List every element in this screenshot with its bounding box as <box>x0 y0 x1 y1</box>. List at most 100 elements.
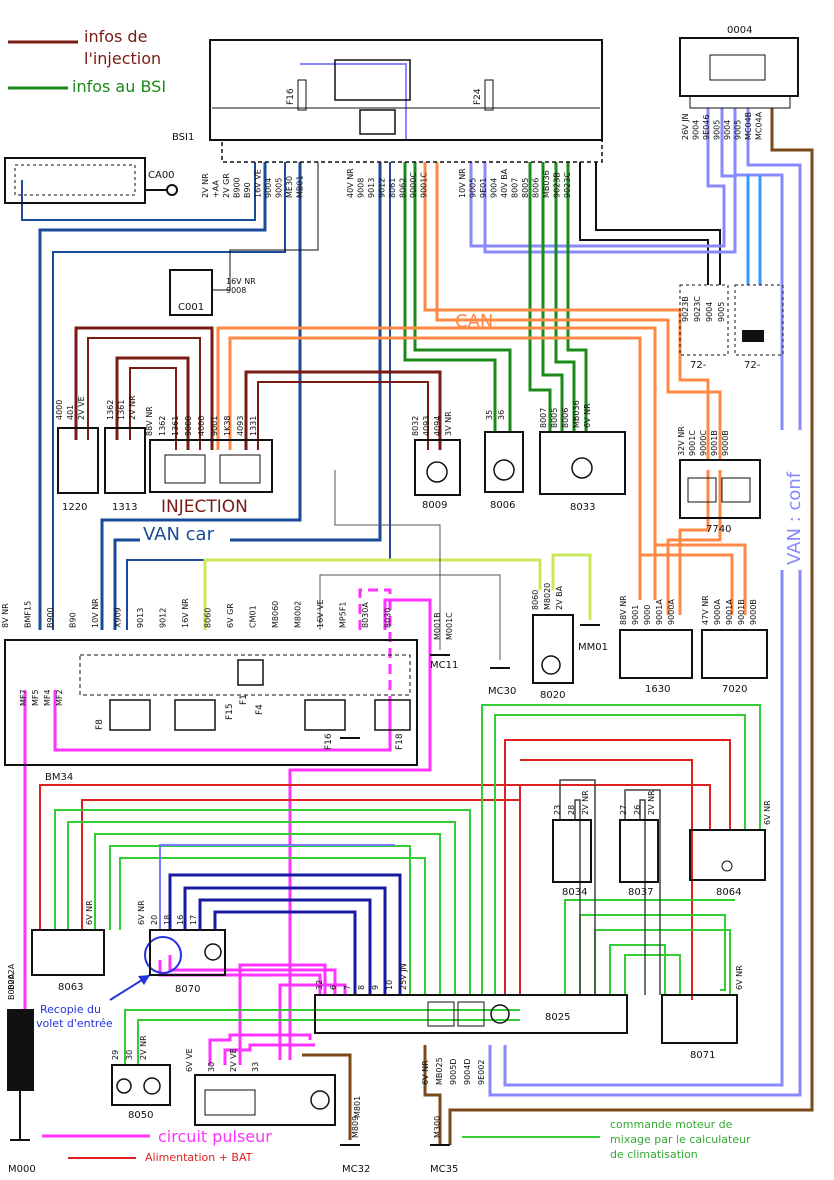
wire-label-bsi_mid-1: 9008 <box>357 178 366 198</box>
wire-label-c1630-1: 9001 <box>631 605 640 625</box>
c8009-box <box>414 439 461 496</box>
legend-cmd-text2: mixage par le calculateur <box>610 1133 751 1146</box>
legend-cmd-text1: commande moteur de <box>610 1118 733 1131</box>
wire-can <box>666 470 722 615</box>
bus-labels: CAN VAN car VAN : conf <box>140 311 808 570</box>
fuse-f24-box <box>484 79 494 111</box>
label-c0004: 0004 <box>727 25 752 36</box>
wire-green <box>554 162 576 432</box>
wire-pulseur <box>223 1043 315 1065</box>
wire-label-c8034-0: 23 <box>553 805 562 815</box>
label-mc30: MC30 <box>488 686 516 697</box>
wire-label-bm34_inner-1: MF5 <box>31 689 40 706</box>
wire-label-bm34_inner-3: MF2 <box>55 689 64 706</box>
c7020-box <box>701 629 768 679</box>
label-8037: 8037 <box>628 887 653 898</box>
wire-label-c8033-1: 8005 <box>550 408 559 428</box>
wire-label-c8025-4: 9 <box>371 985 380 990</box>
label-8020: 8020 <box>540 690 565 701</box>
wire-black <box>579 162 709 285</box>
wire-label-mc11-1: M001C <box>445 612 454 640</box>
wire-pulseur <box>53 690 392 752</box>
wire-can <box>435 162 722 460</box>
wire-label-c8025-5: 10 <box>385 980 394 990</box>
wire-label-bsi_mid-0: 40V NR <box>346 168 355 198</box>
wire-van-car <box>113 162 382 630</box>
wire-8070 <box>159 844 395 930</box>
fuse-f8: F8 <box>95 719 105 730</box>
wire-label-bsi_right-2: 9E01 <box>479 178 488 198</box>
wire-label-injection-5: 9001 <box>210 416 219 436</box>
c72b-box <box>734 284 784 356</box>
legend-cmd-text3: de climatisation <box>610 1148 698 1161</box>
fuse-f16: F16 <box>286 88 296 105</box>
wire-label-bm34-17: 8030 <box>384 608 393 628</box>
wire-label-bm34-2: B900 <box>46 607 55 628</box>
label-1630: 1630 <box>645 684 670 695</box>
wire-label-fan-3: 33 <box>251 1062 260 1072</box>
wire-label-bm34-1: BMF15 <box>24 601 33 628</box>
i1313-box <box>104 427 146 494</box>
bsi-module <box>359 109 396 135</box>
wire-label-c8025b-4: 9E002 <box>477 1060 486 1085</box>
wire-8034 <box>574 799 581 995</box>
legend-pulseur-text: circuit pulseur <box>158 1127 272 1146</box>
wire-green <box>566 162 588 432</box>
legend-injection-text1: infos de <box>84 27 147 46</box>
label-8050: 8050 <box>128 1110 153 1121</box>
wire-label-c7020-1: 9000A <box>713 599 722 625</box>
wire-label-injection-4: 4000 <box>197 416 206 436</box>
label-8025: 8025 <box>545 1012 570 1023</box>
wire-label-c8050-2: 2V NR <box>139 1035 148 1060</box>
wire-8050 <box>124 1009 520 1065</box>
wire-label-c8070-2: 18 <box>163 915 172 925</box>
legend-injection-text2: l'injection <box>84 49 161 68</box>
legend-bsi-text: infos au BSI <box>72 77 166 96</box>
i1220-box <box>57 427 99 494</box>
wire-pulseur <box>238 963 327 1065</box>
wire-label-bm34-14: 16V VE <box>316 599 325 628</box>
wire-label-c8033-3: MB036 <box>572 400 581 428</box>
recopie-circle <box>144 936 182 974</box>
wire-label-bsi_left-4: B90 <box>243 182 252 198</box>
wire-label-bsi_right-0: 10V NR <box>458 168 467 198</box>
wire-van-conf <box>483 108 737 254</box>
wire-8070 <box>213 910 357 995</box>
wire-label-i1220-0: 4000 <box>55 400 64 420</box>
c8006-box <box>484 431 524 493</box>
wire-label-bm34_inner-2: MF4 <box>43 689 52 706</box>
fuse-f16-box <box>297 79 307 111</box>
label-mc35: MC35 <box>430 1164 458 1175</box>
bus-can-label: CAN <box>455 311 493 332</box>
c8034-box <box>552 819 592 883</box>
wire-label-c8070-0: 6V NR <box>137 900 146 925</box>
c0004-box <box>679 37 799 97</box>
wire-8037 <box>624 789 661 995</box>
wire-van-car <box>100 162 302 630</box>
wire-label-c72-0: 9023B <box>681 296 690 322</box>
wires <box>21 63 814 1145</box>
key-icon <box>166 184 178 196</box>
wire-label-c8025b-3: 9004D <box>463 1058 472 1085</box>
wire-label-c8009-2: 4094 <box>433 416 442 436</box>
label-mc32: MC32 <box>342 1164 370 1175</box>
wire-label-c0004-1: 9004 <box>692 120 701 140</box>
wire-injection <box>87 337 201 450</box>
bm34-relay3 <box>304 699 346 731</box>
wire-van-car <box>52 162 286 630</box>
wire-label-c8033-2: 8006 <box>561 408 570 428</box>
wire-brown <box>448 108 814 1145</box>
wire-van-conf <box>300 63 407 140</box>
wire-8037 <box>639 799 646 995</box>
fuse-f18: F18 <box>395 733 405 750</box>
wire-black <box>595 162 721 285</box>
legend-bat-text: Alimentation + BAT <box>145 1151 253 1164</box>
wire-label-c8009-1: 4093 <box>422 416 431 436</box>
wire-label-c8009-3: 3V NR <box>444 411 453 436</box>
wire-label-grounds-4: M300 <box>433 1116 442 1138</box>
c8071-box <box>661 994 738 1044</box>
c8063-box <box>31 929 105 976</box>
bm34-box <box>4 639 418 766</box>
wire-bat <box>39 784 521 995</box>
